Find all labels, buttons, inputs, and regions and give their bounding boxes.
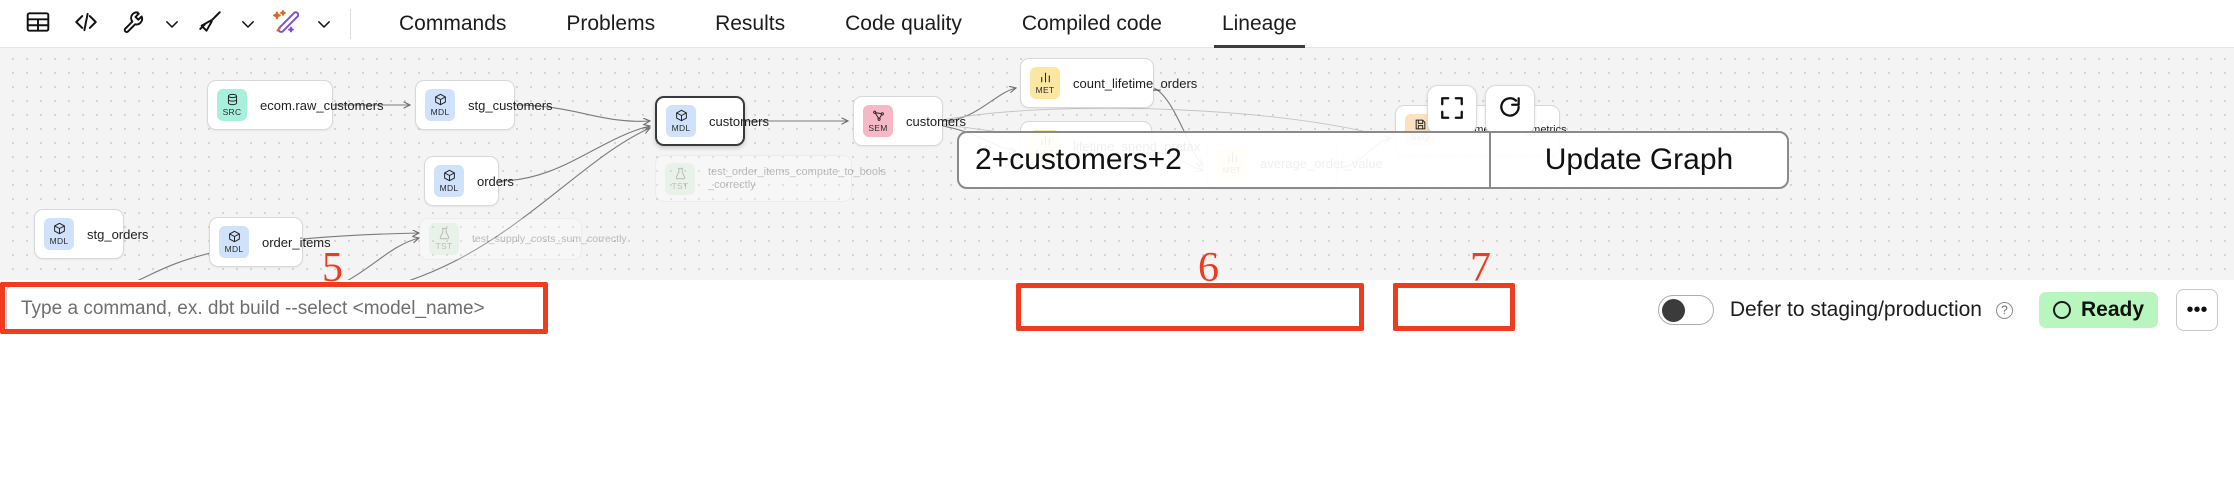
defer-toggle[interactable]: Defer to staging/production (1657, 295, 1982, 325)
overlay-divider (1489, 133, 1491, 187)
broom-icon-button[interactable] (186, 2, 234, 46)
status-pill[interactable]: Ready (2038, 292, 2158, 328)
bottom-right-controls: Defer to staging/production ? Ready ••• (1657, 289, 2218, 331)
update-graph-button[interactable]: Update Graph (1544, 143, 1734, 176)
badge-text: MDL (439, 183, 459, 194)
mdl-badge-icon: MDL (666, 105, 696, 137)
badge-text: MDL (430, 107, 450, 118)
refresh-graph-button[interactable] (1485, 85, 1535, 135)
top-toolbar: Commands Problems Results Code quality C… (0, 0, 2234, 48)
lineage-node-orders[interactable]: MDL orders (424, 156, 514, 206)
status-label: Ready (2080, 298, 2144, 321)
node-label: test_order_items_compute_to_bools _corre… (708, 165, 886, 191)
broom-icon (197, 9, 223, 38)
magic-wand-icon-button[interactable] (262, 2, 310, 46)
lineage-node-customers-model[interactable]: MDL customers (655, 96, 769, 146)
table-icon (25, 9, 51, 38)
magic-wand-icon (273, 9, 300, 38)
node-label: test_supply_costs_sum_correctly (472, 233, 627, 245)
lineage-node-stg-orders[interactable]: MDL stg_orders (34, 209, 148, 259)
badge-text: MDL (49, 236, 69, 247)
code-icon (73, 9, 99, 38)
badge-text: SRC (222, 107, 242, 118)
mdl-badge-icon: MDL (434, 165, 464, 197)
wrench-icon-button[interactable] (110, 2, 158, 46)
node-label: order_items (262, 234, 331, 250)
code-icon-button[interactable] (62, 2, 110, 46)
tst-badge-icon: TST (665, 162, 695, 195)
ellipsis-icon: ••• (2186, 299, 2208, 321)
format-group[interactable] (186, 2, 262, 46)
command-input-placeholder: Type a command, ex. dbt build --select <… (21, 298, 485, 319)
badge-text: MDL (671, 123, 691, 134)
tab-label: Code quality (845, 11, 962, 35)
lineage-node-stg-customers[interactable]: MDL stg_customers (415, 80, 553, 130)
node-label: ecom.raw_customers (260, 97, 384, 113)
tab-label: Commands (399, 11, 507, 35)
node-label: stg_orders (87, 226, 149, 242)
build-tools-group[interactable] (110, 2, 186, 46)
met-badge-icon: MET (1030, 67, 1060, 99)
tab-lineage[interactable]: Lineage (1192, 0, 1327, 48)
chevron-down-icon[interactable] (158, 2, 186, 46)
lineage-node-count-lifetime-orders[interactable]: MET count_lifetime_orders (1020, 58, 1197, 108)
chevron-down-icon[interactable] (234, 2, 262, 46)
node-label: stg_customers (468, 97, 553, 113)
status-circle-icon (2052, 301, 2071, 319)
lineage-canvas[interactable]: SRC ecom.raw_customers MDL stg_customers… (0, 48, 2234, 280)
more-options-button[interactable]: ••• (2176, 289, 2218, 331)
mdl-badge-icon: MDL (44, 218, 74, 250)
toolbar-icon-group (0, 2, 369, 46)
tab-label: Problems (566, 11, 656, 35)
tab-label: Lineage (1221, 11, 1297, 35)
badge-text: MDL (224, 244, 244, 255)
bottom-bar: Type a command, ex. dbt build --select <… (0, 280, 2234, 478)
node-label: customers (906, 113, 966, 129)
tab-problems[interactable]: Problems (536, 0, 685, 48)
node-label: customers (709, 113, 769, 129)
help-icon[interactable]: ? (1995, 301, 2013, 319)
tab-compiled-code[interactable]: Compiled code (992, 0, 1192, 48)
badge-text: TST (435, 241, 453, 252)
tst-badge-icon: TST (429, 223, 459, 255)
lineage-node-test-order-items[interactable]: TST test_order_items_compute_to_bools _c… (655, 155, 886, 202)
mdl-badge-icon: MDL (219, 226, 249, 258)
mdl-badge-icon: MDL (425, 89, 455, 121)
wrench-icon (121, 9, 147, 38)
lineage-node-order-items[interactable]: MDL order_items (209, 217, 331, 267)
graph-selector-overlay: 2+customers+2 Update Graph (957, 131, 1789, 189)
lineage-node-customers-semantic[interactable]: SEM customers (853, 96, 966, 146)
toolbar-divider (350, 8, 351, 39)
defer-switch[interactable] (1657, 295, 1714, 325)
tab-label: Compiled code (1021, 11, 1162, 35)
tab-code-quality[interactable]: Code quality (815, 0, 992, 48)
expand-icon (1439, 95, 1465, 126)
tab-commands[interactable]: Commands (369, 0, 536, 48)
switch-knob (1661, 299, 1685, 322)
tab-label: Results (715, 11, 786, 35)
badge-text: MET (1035, 85, 1055, 96)
sem-badge-icon: SEM (863, 105, 893, 137)
refresh-icon (1497, 95, 1523, 126)
tab-results[interactable]: Results (685, 0, 815, 48)
fit-view-button[interactable] (1427, 85, 1477, 135)
lineage-node-ecom-raw-customers[interactable]: SRC ecom.raw_customers (207, 80, 384, 130)
ai-assist-group[interactable] (262, 2, 338, 46)
badge-text: TST (671, 180, 689, 191)
chevron-down-icon[interactable] (310, 2, 338, 46)
node-label: count_lifetime_orders (1073, 75, 1198, 91)
table-icon-button[interactable] (14, 2, 62, 46)
badge-text: SEM (868, 123, 888, 134)
node-label: orders (477, 173, 514, 189)
defer-toggle-label: Defer to staging/production (1729, 298, 1982, 321)
src-badge-icon: SRC (217, 89, 247, 121)
command-input[interactable]: Type a command, ex. dbt build --select <… (6, 286, 548, 332)
tab-bar: Commands Problems Results Code quality C… (369, 0, 1327, 48)
graph-selector-input[interactable]: 2+customers+2 (975, 143, 1182, 176)
lineage-node-test-supply-costs[interactable]: TST test_supply_costs_sum_correctly (419, 218, 627, 260)
